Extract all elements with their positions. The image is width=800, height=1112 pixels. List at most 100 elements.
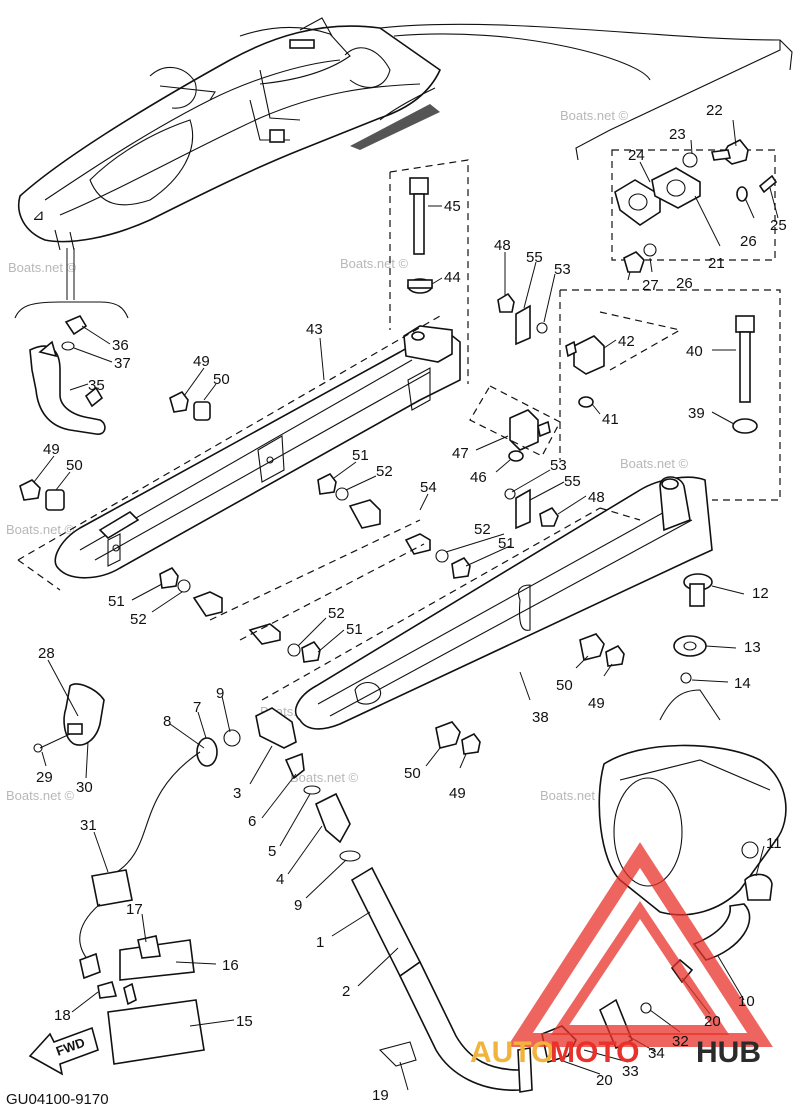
callout-label: 32 (672, 1033, 689, 1050)
callout-label: 20 (596, 1072, 613, 1089)
callout-label: 49 (588, 695, 605, 712)
svg-text:Boats.net ©: Boats.net © (6, 522, 75, 537)
nuts-and-plates (497, 292, 559, 530)
callout-label: 39 (688, 405, 705, 422)
svg-text:Boats.net ©: Boats.net © (560, 108, 629, 123)
callout-label: 51 (498, 535, 515, 552)
callout-label: 35 (88, 377, 105, 394)
callout-label: 34 (648, 1045, 665, 1062)
callout-label: 22 (706, 102, 723, 119)
exhaust-hose (350, 866, 533, 1093)
callout-label: 11 (766, 835, 782, 852)
bracket-detail (29, 314, 106, 435)
bushings-and-nuts (19, 390, 625, 755)
callout-label: 48 (494, 237, 511, 254)
callout-label: 49 (43, 441, 60, 458)
callout-label: 3 (233, 785, 241, 802)
svg-text:MOTO: MOTO (550, 1036, 639, 1069)
callout-label: 2 (342, 983, 350, 1000)
callout-label: 51 (108, 593, 125, 610)
callout-label: 51 (346, 621, 363, 638)
callout-label: 55 (526, 249, 543, 266)
svg-text:AUTO: AUTO (470, 1036, 554, 1069)
callout-label: 5 (268, 843, 276, 860)
fwd-arrow: FWD (28, 1026, 99, 1076)
callout-label: 20 (704, 1013, 721, 1030)
callout-label: 53 (550, 457, 567, 474)
hose-clip-assembly (33, 683, 105, 753)
callout-label: 38 (532, 709, 549, 726)
callout-label: 4 (276, 871, 284, 888)
water-box-assembly (79, 751, 205, 1065)
callout-label: 24 (628, 147, 645, 164)
callout-label: 9 (294, 897, 302, 914)
hull-bracket-left (17, 159, 469, 591)
callout-label: 19 (372, 1087, 389, 1104)
callout-label: 44 (444, 269, 461, 286)
callout-label: 37 (114, 355, 131, 372)
svg-text:Boats.net ©: Boats.net © (620, 456, 689, 471)
svg-text:Boats.net ©: Boats.net © (8, 260, 77, 275)
callout-label: 21 (708, 255, 725, 272)
callout-label: 29 (36, 769, 53, 786)
callout-label: 23 (669, 126, 686, 143)
callout-label: 25 (770, 217, 787, 234)
callout-label: 55 (564, 473, 581, 490)
callout-label: 45 (444, 198, 461, 215)
svg-text:⊿: ⊿ (32, 207, 45, 224)
callout-label: 52 (376, 463, 393, 480)
callout-label: 17 (126, 901, 143, 918)
callout-label: 48 (588, 489, 605, 506)
callout-label: 30 (76, 779, 93, 796)
callout-label: 52 (474, 521, 491, 538)
automotohub-logo: AUTO MOTO HUB (470, 842, 773, 1069)
callout-label: 33 (622, 1063, 639, 1080)
drain-plug-assembly (673, 573, 713, 684)
callout-label: 15 (236, 1013, 253, 1030)
callout-label: 41 (602, 411, 619, 428)
callout-label: 54 (420, 479, 437, 496)
hull-bracket-right (261, 289, 781, 730)
callout-label: 27 (642, 277, 659, 294)
callout-label: 31 (80, 817, 97, 834)
svg-text:HUB: HUB (696, 1036, 761, 1069)
callout-label: 18 (54, 1007, 71, 1024)
watercraft-overview-illustration: ⊿ (18, 17, 793, 251)
callout-label: 12 (752, 585, 769, 602)
callout-label: 43 (306, 321, 323, 338)
callout-label: 26 (740, 233, 757, 250)
callout-label: 50 (404, 765, 421, 782)
callout-label: 1 (316, 934, 324, 951)
callout-label: 6 (248, 813, 256, 830)
callout-label: 50 (213, 371, 230, 388)
svg-text:Boats.net ©: Boats.net © (340, 256, 409, 271)
stud-and-collar-lower (732, 315, 758, 434)
svg-text:Boats.net ©: Boats.net © (540, 788, 609, 803)
callout-label: 26 (676, 275, 693, 292)
svg-text:Boats.net ©: Boats.net © (290, 770, 359, 785)
clamp-blocks (469, 311, 682, 462)
callout-label: 8 (163, 713, 171, 730)
callout-label: 14 (734, 675, 751, 692)
callout-label: 9 (216, 685, 224, 702)
callout-label: 49 (449, 785, 466, 802)
callout-label: 47 (452, 445, 469, 462)
seal-plate-assembly (611, 138, 778, 273)
callout-label: 52 (130, 611, 147, 628)
callout-label: 42 (618, 333, 635, 350)
diagram-code: GU04100-9170 (6, 1091, 109, 1108)
callout-label: 13 (744, 639, 761, 656)
callout-label: 49 (193, 353, 210, 370)
callout-label: 28 (38, 645, 55, 662)
callout-label: 52 (328, 605, 345, 622)
callout-label: 16 (222, 957, 239, 974)
callout-label: 50 (556, 677, 573, 694)
callout-label: 36 (112, 337, 129, 354)
callout-labels: 1 2 3 4 5 6 7 8 9 9 10 11 12 13 14 15 16… (36, 102, 787, 1104)
detail-pointer (14, 248, 129, 319)
svg-text:Boats.net ©: Boats.net © (6, 788, 75, 803)
stud-and-collar-upper (407, 177, 433, 294)
callout-label: 40 (686, 343, 703, 360)
callout-label: 50 (66, 457, 83, 474)
